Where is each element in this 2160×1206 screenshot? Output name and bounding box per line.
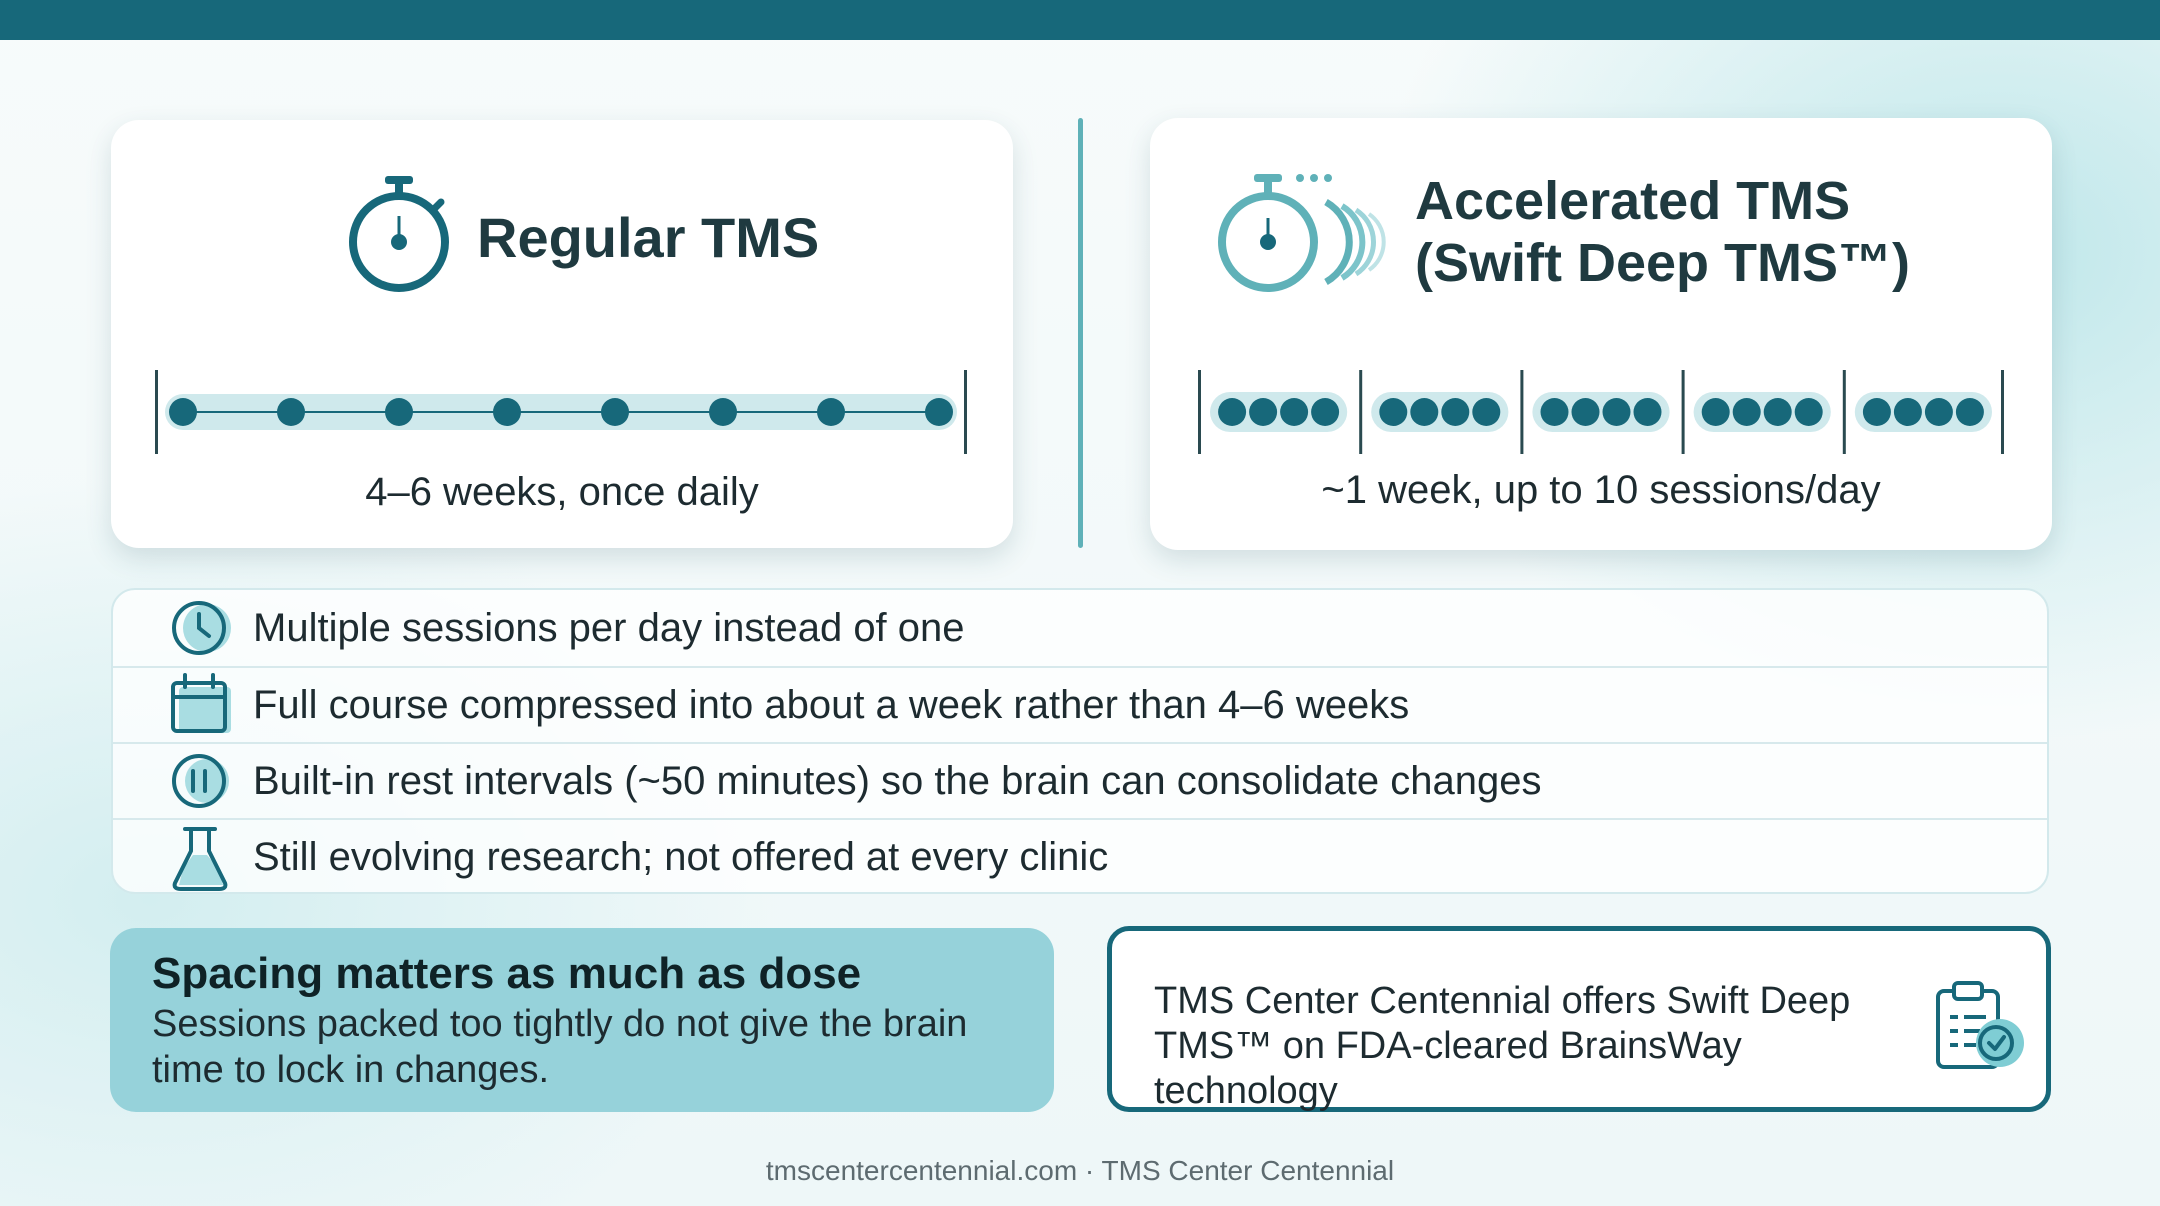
offer-text: TMS Center Centennial offers Swift Deep … xyxy=(1154,980,1851,1112)
day-divider-tick xyxy=(1198,370,1201,454)
session-dot xyxy=(1311,398,1340,426)
feature-text: Built-in rest intervals (~50 minutes) so… xyxy=(253,758,1542,803)
feature-text: Still evolving research; not offered at … xyxy=(253,834,1109,879)
session-dot xyxy=(1249,398,1278,426)
day-divider-tick xyxy=(1520,370,1524,454)
features-list: Multiple sessions per day instead of one… xyxy=(111,588,2049,894)
session-dot xyxy=(1571,398,1600,426)
session-dot xyxy=(1732,398,1761,426)
feature-row-research: Still evolving research; not offered at … xyxy=(113,818,2047,892)
session-dot xyxy=(1602,398,1631,426)
day-divider-tick xyxy=(1359,370,1363,454)
flask-icon xyxy=(172,827,228,891)
session-dot xyxy=(1218,398,1247,426)
regular-tms-title: Regular TMS xyxy=(477,206,820,269)
session-dot xyxy=(385,398,413,426)
session-dot xyxy=(925,398,953,426)
stopwatch-icon xyxy=(349,176,449,292)
day-divider-tick xyxy=(1842,370,1846,454)
session-dot xyxy=(169,398,197,426)
footer-credit: tmscentercentennial.com · TMS Center Cen… xyxy=(765,1155,1395,1186)
accelerated-tms-card: Accelerated TMS (Swift Deep TMS™) ~1 wee… xyxy=(1150,118,2052,550)
timeline-end-tick xyxy=(964,370,967,454)
feature-row-sessions: Multiple sessions per day instead of one xyxy=(113,590,2047,666)
session-dot xyxy=(1379,398,1408,426)
session-dot xyxy=(1280,398,1309,426)
feature-row-compressed: Full course compressed into about a week… xyxy=(113,666,2047,742)
day-group-track xyxy=(1532,392,1670,432)
day-group-track xyxy=(1854,392,1992,432)
day-divider-tick xyxy=(2001,370,2004,454)
session-dot xyxy=(1633,398,1662,426)
day-group-track xyxy=(1693,392,1831,432)
regular-tms-caption: 4–6 weeks, once daily xyxy=(365,470,759,514)
callout-body: Sessions packed too tightly do not give … xyxy=(152,1003,968,1091)
session-dot xyxy=(817,398,845,426)
session-dot xyxy=(1893,398,1922,426)
session-dot xyxy=(277,398,305,426)
session-dot xyxy=(1540,398,1569,426)
accelerated-title-line2: (Swift Deep TMS™) xyxy=(1415,233,1910,294)
session-dot xyxy=(1763,398,1792,426)
session-dot xyxy=(1701,398,1730,426)
timeline-start-tick xyxy=(155,370,158,454)
regular-session-timeline xyxy=(155,370,967,454)
offer-callout: TMS Center Centennial offers Swift Deep … xyxy=(1107,926,2051,1112)
calendar-icon xyxy=(171,673,231,733)
clipboard-check-icon xyxy=(1936,981,2024,1069)
day-group-track xyxy=(1210,392,1348,432)
callout-title: Spacing matters as much as dose xyxy=(152,949,862,998)
day-divider-tick xyxy=(1681,370,1685,454)
accelerated-tms-title: Accelerated TMS (Swift Deep TMS™) xyxy=(1415,170,1910,294)
feature-text: Multiple sessions per day instead of one xyxy=(253,605,965,650)
feature-row-rest-intervals: Built-in rest intervals (~50 minutes) so… xyxy=(113,742,2047,818)
session-dot xyxy=(1924,398,1953,426)
comparison-divider xyxy=(1078,118,1083,548)
top-banner-bar xyxy=(0,0,2160,40)
accelerated-tms-caption: ~1 week, up to 10 sessions/day xyxy=(1321,468,1881,512)
session-dot xyxy=(709,398,737,426)
session-dot xyxy=(493,398,521,426)
accelerated-title-line1: Accelerated TMS xyxy=(1415,171,1851,231)
clock-icon xyxy=(172,601,231,655)
session-dot xyxy=(1794,398,1823,426)
regular-tms-card: Regular TMS 4–6 weeks, once daily xyxy=(111,120,1013,548)
session-dot xyxy=(1862,398,1891,426)
day-group-track xyxy=(1371,392,1509,432)
fast-stopwatch-icon xyxy=(1218,174,1386,292)
accelerated-session-timeline xyxy=(1198,370,2004,454)
spacing-callout: Spacing matters as much as dose Sessions… xyxy=(110,928,1054,1112)
session-dot xyxy=(1441,398,1470,426)
session-dot xyxy=(1410,398,1439,426)
session-dot xyxy=(601,398,629,426)
session-dot xyxy=(1955,398,1984,426)
pause-icon xyxy=(172,754,229,808)
session-dot xyxy=(1472,398,1501,426)
feature-text: Full course compressed into about a week… xyxy=(253,682,1410,727)
